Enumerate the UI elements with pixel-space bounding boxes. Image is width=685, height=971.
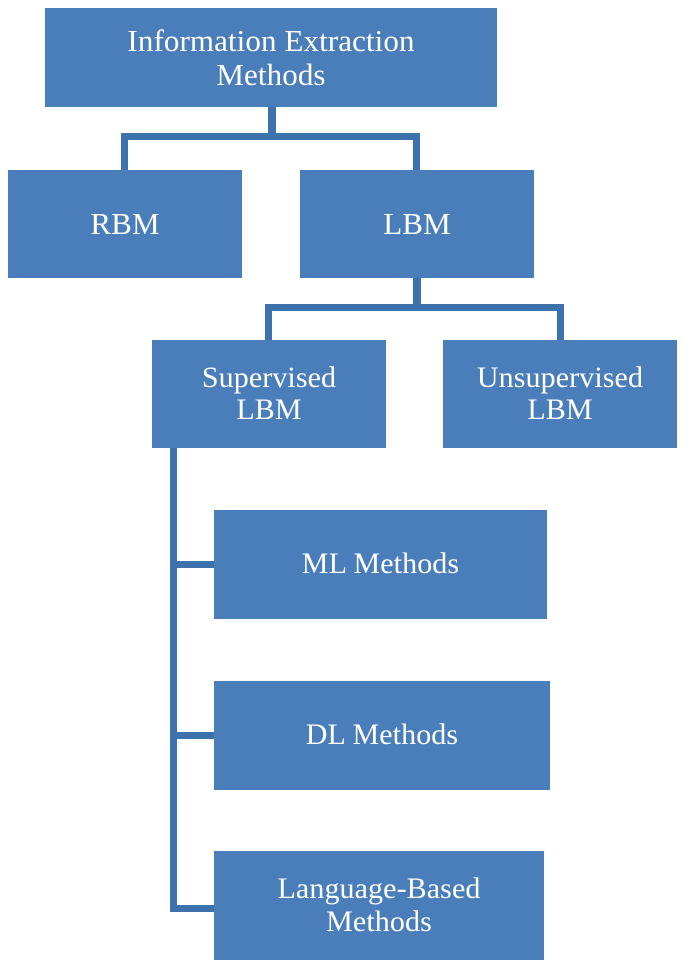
node-label-lbm: LBM [383,206,451,242]
node-label-root: Information Extraction Methods [127,23,415,92]
connector-supervised-lbm-to-language-stub [170,905,214,912]
node-rbm[interactable]: RBM [8,170,242,278]
node-label-rbm: RBM [90,206,160,242]
connector-root-horizontal-bar [121,133,420,140]
connector-supervised-lbm-spine [170,448,177,912]
node-dl-methods[interactable]: DL Methods [214,681,550,790]
connector-root-to-lbm-drop [413,133,420,171]
connector-root-stem [268,107,276,137]
node-label-ml-methods: ML Methods [301,547,460,581]
connector-supervised-lbm-to-ml-stub [170,561,214,568]
node-ml-methods[interactable]: ML Methods [214,510,547,619]
connector-supervised-lbm-to-dl-stub [170,732,214,739]
connector-lbm-stem [413,278,421,308]
connector-root-to-rbm-drop [121,133,128,171]
node-unsupervised-lbm[interactable]: Unsupervised LBM [443,340,677,448]
node-lbm[interactable]: LBM [300,170,534,278]
connector-lbm-to-unsupervised-drop [557,304,564,342]
connector-lbm-to-supervised-drop [265,304,272,342]
node-label-dl-methods: DL Methods [305,718,459,752]
node-supervised-lbm[interactable]: Supervised LBM [152,340,386,448]
node-language-based-methods[interactable]: Language-Based Methods [214,851,544,960]
node-information-extraction-methods[interactable]: Information Extraction Methods [45,8,497,107]
node-label-language-based-methods: Language-Based Methods [277,872,481,938]
node-label-supervised-lbm: Supervised LBM [201,360,337,426]
node-label-unsupervised-lbm: Unsupervised LBM [476,360,644,426]
connector-lbm-horizontal-bar [265,304,564,311]
